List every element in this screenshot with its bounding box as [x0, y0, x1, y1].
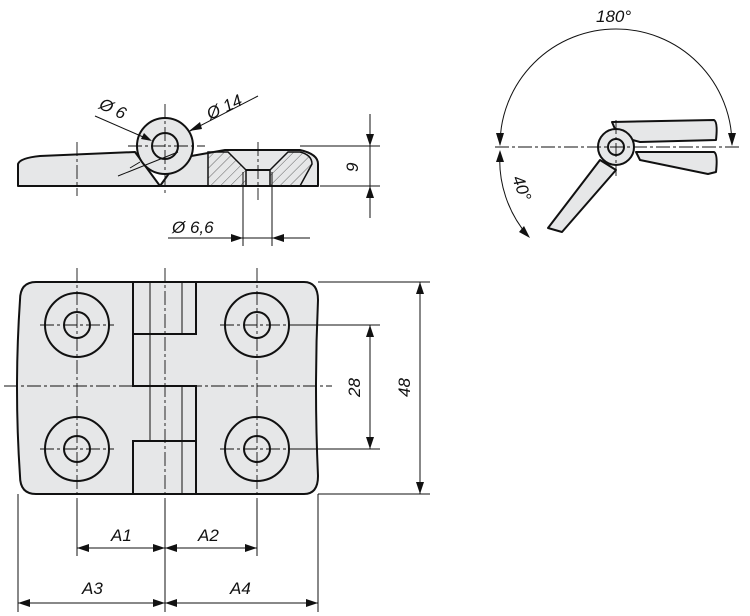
dia-knuckle-leader-2 — [129, 161, 141, 169]
hole-dia-label: Ø 6,6 — [171, 218, 214, 237]
dia-pin-label: Ø 6 — [95, 94, 129, 123]
side-view-section-left — [207, 151, 247, 187]
open-angle-arc — [499, 28, 733, 146]
open-angle-label: 180° — [596, 7, 631, 26]
tilt-angle-label: 40° — [508, 173, 535, 204]
side-view-section-right — [269, 151, 313, 187]
a3-label: A3 — [81, 579, 103, 598]
a1-label: A1 — [110, 526, 132, 545]
dia-pin-leader-2 — [117, 151, 179, 177]
rotation-view: 180° 40° — [495, 7, 740, 238]
a2-label: A2 — [197, 526, 219, 545]
tilted-leaf — [547, 159, 617, 233]
knuckle-split-line — [132, 282, 197, 494]
lower-leaf — [635, 151, 718, 175]
dia-knuckle-leader — [189, 95, 259, 132]
top-view: 28 48 A1 A2 A3 A4 — [4, 268, 430, 612]
upper-leaf — [611, 119, 718, 143]
width-label: 48 — [395, 378, 414, 397]
a4-label: A4 — [229, 579, 251, 598]
height-label: 9 — [343, 162, 362, 172]
dia-knuckle-label: Ø 14 — [203, 91, 245, 124]
spacing-label: 28 — [345, 378, 364, 398]
dia-pin-leader — [94, 115, 151, 141]
side-view: Ø 6 Ø 14 9 Ø 6,6 — [17, 91, 380, 246]
